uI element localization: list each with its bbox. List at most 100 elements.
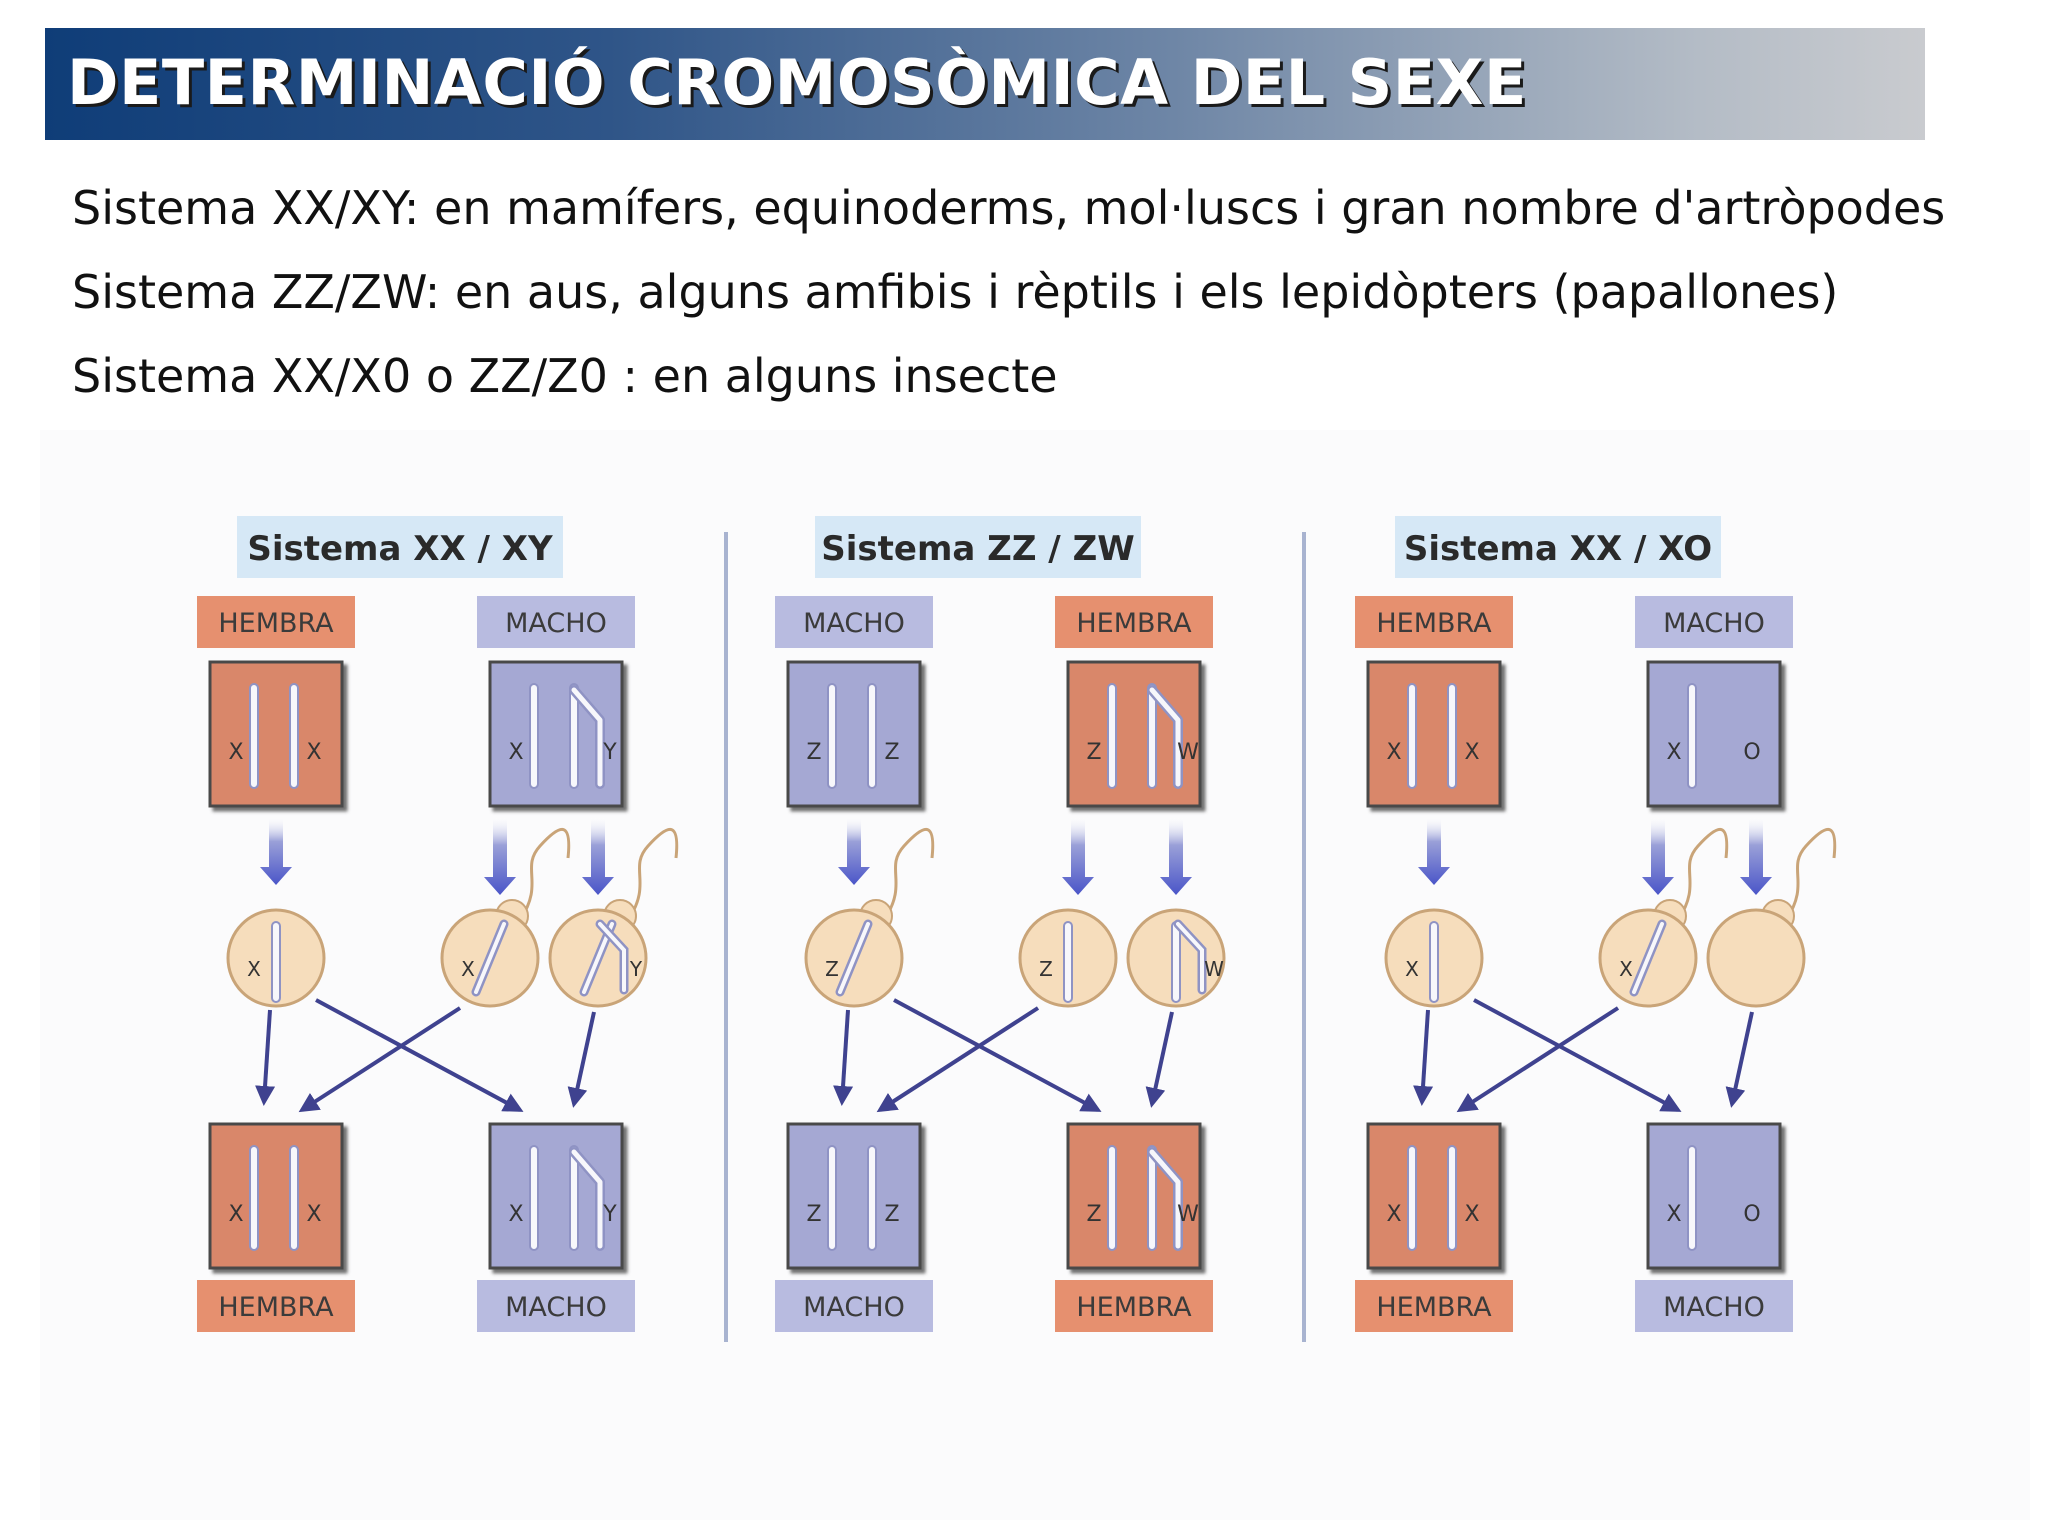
chromosome-bar (529, 1145, 539, 1251)
chromosome-label: Z (884, 1202, 899, 1227)
chromosome-label: X (306, 740, 321, 765)
sperm-tail (882, 827, 935, 921)
system-3-parent-label-1-box (1355, 596, 1513, 648)
page-title: DETERMINACIÓ CROMOSÒMICA DEL SEXE (67, 46, 1527, 119)
chromosome-bar (827, 1145, 837, 1251)
system-3-offspring-label-1: HEMBRA (1376, 1292, 1492, 1323)
chromosome-label: X (1386, 1202, 1401, 1227)
system-2-parent-label-1-box (775, 596, 933, 648)
chromosome-hook (571, 1149, 603, 1249)
system-2-offspring-label-1-box (775, 1280, 933, 1332)
chromosome-label: W (1177, 740, 1199, 765)
system-2-offspring-label-2: HEMBRA (1076, 1292, 1192, 1323)
chromosome-label: O (1743, 1202, 1760, 1227)
sperm-tail (1784, 827, 1837, 921)
system-3-cross-line-2 (1473, 998, 1682, 1112)
chromosome-bar (1429, 921, 1439, 1003)
chromosome-hook (1149, 687, 1181, 787)
chromosome-bar (1063, 921, 1073, 1003)
chromosome-hook (1149, 1149, 1181, 1249)
chromosome-label: X (228, 740, 243, 765)
chromosome-label: X (1666, 740, 1681, 765)
chromosome-bar (867, 1145, 877, 1251)
bullet-xx-xy: Sistema XX/XY: en mamífers, equinoderms,… (72, 181, 1946, 235)
system-2-header: Sistema ZZ / ZW (821, 529, 1134, 569)
chromosome-label: X (1666, 1202, 1681, 1227)
system-2-gamete-1: Z (804, 827, 935, 1008)
chromosome-label: Z (884, 740, 899, 765)
system-3-offspring-label-1-box (1355, 1280, 1513, 1332)
cell-square (786, 1122, 922, 1270)
system-2-arrow-to-gamete-1 (838, 818, 870, 885)
system-1-offspring-label-2: MACHO (505, 1292, 607, 1323)
system-2-offspring-label-1: MACHO (803, 1292, 905, 1323)
system-2-parent-label-2: HEMBRA (1076, 608, 1192, 639)
system-3-parent-label-2: MACHO (1663, 608, 1765, 639)
system-3-header: Sistema XX / XO (1404, 529, 1712, 569)
system-3-arrow-to-gamete-3 (1740, 818, 1772, 895)
chromosome-bar (249, 683, 259, 789)
chromosome-label: W (1204, 957, 1224, 981)
chromosome-label: X (228, 1202, 243, 1227)
chromosome-label: Y (629, 957, 643, 981)
system-1-parent-label-2: MACHO (505, 608, 607, 639)
chromosome-bar (1171, 921, 1181, 1003)
sperm-tail (518, 827, 571, 921)
chromosome-bar (569, 1145, 579, 1251)
chromosome-label: X (1464, 1202, 1479, 1227)
system-3-gamete-2: X (1598, 827, 1729, 1008)
chromosome-label: X (306, 1202, 321, 1227)
chromosome-hook (571, 687, 603, 787)
chromosome-bar (289, 683, 299, 789)
chromosome-label: Z (1086, 1202, 1101, 1227)
system-1-gamete-2: X (440, 827, 571, 1008)
chromosome-bar (1407, 683, 1417, 789)
title-bar: DETERMINACIÓ CROMOSÒMICA DEL SEXE (45, 28, 1925, 140)
cell-square (1646, 1122, 1782, 1270)
system-3-cross-line-1 (1413, 1009, 1434, 1106)
sperm-tail (1676, 827, 1729, 921)
system-2-gamete-2: Z (1018, 908, 1118, 1008)
system-2-header-box (815, 516, 1141, 578)
chromosome-label: X (1464, 740, 1479, 765)
chromosome-hook (1176, 922, 1204, 992)
system-1-header: Sistema XX / XY (247, 529, 553, 569)
system-2-arrow-to-gamete-2 (1062, 818, 1094, 895)
chromosome-bar (838, 922, 870, 994)
chromosome-hook (598, 922, 626, 992)
cell-square (786, 660, 922, 808)
chromosome-label: X (247, 957, 261, 981)
system-2-cross-line-4 (1145, 1011, 1174, 1108)
chromosome-bar (1147, 683, 1157, 789)
system-2-parent-label-2-box (1055, 596, 1213, 648)
sperm-head (1706, 908, 1806, 1008)
system-3-parent-label-2-box (1635, 596, 1793, 648)
system-3-offspring-label-2-box (1635, 1280, 1793, 1332)
chromosome-label: Y (602, 740, 617, 765)
system-1-arrow-to-gamete-3 (582, 818, 614, 895)
system-3-offspring-label-2: MACHO (1663, 1292, 1765, 1323)
system-2-arrow-to-gamete-3 (1160, 818, 1192, 895)
system-3-parent-label-1: HEMBRA (1376, 608, 1492, 639)
system-2-offspring-label-2-box (1055, 1280, 1213, 1332)
cell-square (1646, 660, 1782, 808)
system-1-parent-label-1-box (197, 596, 355, 648)
chromosome-bar (827, 683, 837, 789)
chromosome-label: X (1405, 957, 1419, 981)
chromosome-bar (1447, 1145, 1457, 1251)
chromosome-bar (1147, 1145, 1157, 1251)
chromosome-bar (867, 683, 877, 789)
chromosome-bar (1632, 922, 1664, 994)
chromosome-bar (474, 922, 506, 994)
chromosome-bar (1447, 683, 1457, 789)
system-1-gamete-1: X (226, 908, 326, 1008)
bullet-xx-x0: Sistema XX/X0 o ZZ/Z0 : en alguns insect… (72, 349, 1058, 403)
chromosome-bar (1687, 1145, 1697, 1251)
